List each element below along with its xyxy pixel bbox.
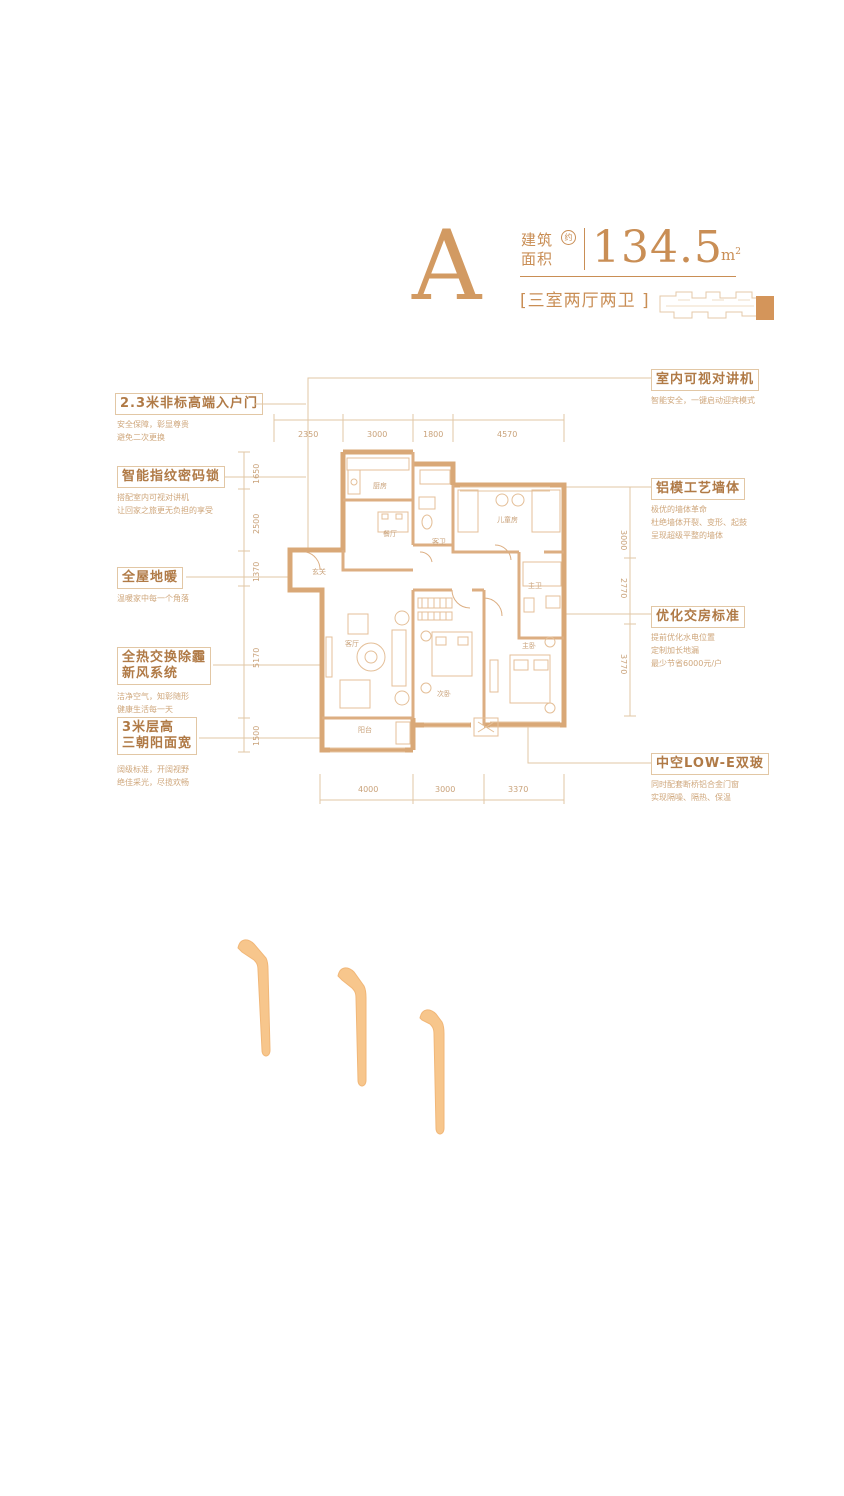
dim-left-5: 1500 xyxy=(252,726,261,746)
room-living: 客厅 xyxy=(345,639,359,648)
approx-badge: 约 xyxy=(561,230,576,245)
key-plan-thumbnail xyxy=(659,291,774,320)
feature-delivery-standard-desc-3: 最少节省6000元/户 xyxy=(651,659,723,668)
room-foyer: 玄关 xyxy=(312,567,326,576)
unit-type-letter: A xyxy=(412,210,482,322)
area-label-line1: 建筑 xyxy=(521,231,554,249)
room-kitchen: 厨房 xyxy=(373,481,387,490)
doors xyxy=(305,544,512,617)
room-master-bath: 主卫 xyxy=(528,581,542,590)
dimension-lines xyxy=(238,414,636,804)
room-master: 主卧 xyxy=(522,641,536,650)
feature-aluminum-formwork-desc-3: 呈现超级平整的墙体 xyxy=(651,531,723,540)
header-underline xyxy=(520,276,736,277)
feature-fingerprint-lock-desc-1: 搭配室内可视对讲机 xyxy=(117,493,189,502)
feature-fresh-air-desc-1: 洁净空气，知彰随形 xyxy=(117,692,189,701)
feature-aluminum-formwork-desc-2: 杜绝墙体开裂、变形、起鼓 xyxy=(651,518,747,527)
area-value: 134.5 xyxy=(592,222,723,273)
dim-bottom-3: 3370 xyxy=(508,785,528,794)
dim-right-2: 2770 xyxy=(619,578,628,598)
feature-lowe-glass-desc-1: 同时配套断桥铝合金门窗 xyxy=(651,780,739,789)
room-balcony: 阳台 xyxy=(358,725,372,734)
dim-left-2: 2500 xyxy=(252,514,261,534)
room-second: 次卧 xyxy=(437,689,451,698)
feature-entry-door: 2.3米非标高端入户门 xyxy=(115,393,264,415)
room-children: 儿童房 xyxy=(497,515,518,524)
feature-ceiling-height-title-2: 三朝阳面宽 xyxy=(122,736,193,751)
dim-bottom-2: 3000 xyxy=(435,785,455,794)
feature-aluminum-formwork: 铝模工艺墙体 xyxy=(651,478,746,500)
feature-aluminum-formwork-desc-1: 极优的墙体革命 xyxy=(651,505,707,514)
header-divider xyxy=(584,228,585,270)
feature-entry-door-desc-2: 避免二次更换 xyxy=(117,433,165,442)
feature-video-intercom-desc-1: 智能安全，一键启动迎宾模式 xyxy=(651,396,755,405)
layout-type: [三室两厅两卫 ] xyxy=(520,291,650,311)
feature-ceiling-height-desc-1: 阔级标准，开阔视野 xyxy=(117,765,189,774)
feature-ceiling-height-desc-2: 绝佳采光，尽揽欢畅 xyxy=(117,778,189,787)
feature-floor-heating: 全屋地暖 xyxy=(117,567,184,589)
feature-delivery-standard: 优化交房标准 xyxy=(651,606,746,628)
feature-fresh-air: 全热交换除霾 新风系统 xyxy=(117,647,212,685)
feature-fresh-air-desc-2: 健康生活每一天 xyxy=(117,705,173,714)
room-dining: 餐厅 xyxy=(383,529,397,538)
room-guest-bath: 客卫 xyxy=(432,537,446,546)
dim-right-3: 3770 xyxy=(619,654,628,674)
inner-walls xyxy=(322,452,564,725)
dim-bottom-1: 4000 xyxy=(358,785,378,794)
feature-floor-heating-desc-1: 温暖家中每一个角落 xyxy=(117,594,189,603)
furniture xyxy=(325,457,562,745)
area-label-line2: 面积 xyxy=(521,250,554,268)
feature-ceiling-height-title-1: 3米层高 xyxy=(122,720,175,735)
area-unit: m2 xyxy=(721,246,741,264)
feature-fingerprint-lock-desc-2: 让回家之旅更无负担的享受 xyxy=(117,506,213,515)
feature-lowe-glass-desc-2: 实现隔噪、隔热、保温 xyxy=(651,793,731,802)
feature-entry-door-desc-1: 安全保障，彰显尊贵 xyxy=(117,420,189,429)
leader-lines xyxy=(186,377,651,764)
feature-lowe-glass: 中空LOW-E双玻 xyxy=(651,753,769,775)
dim-left-4: 5170 xyxy=(252,648,261,668)
windows xyxy=(330,486,560,753)
dim-top-2: 3000 xyxy=(367,430,387,439)
dim-left-3: 1370 xyxy=(252,562,261,582)
dim-top-4: 4570 xyxy=(497,430,517,439)
feature-fresh-air-title-1: 全热交换除霾 xyxy=(122,650,207,665)
dim-top-1: 2350 xyxy=(298,430,318,439)
feature-video-intercom: 室内可视对讲机 xyxy=(651,369,760,391)
feature-delivery-standard-desc-1: 提前优化水电位置 xyxy=(651,633,715,642)
decorative-strokes xyxy=(237,939,445,1135)
dim-right-1: 3000 xyxy=(619,530,628,550)
dim-left-1: 1650 xyxy=(252,464,261,484)
dim-top-3: 1800 xyxy=(423,430,443,439)
feature-fingerprint-lock: 智能指纹密码锁 xyxy=(117,466,226,488)
feature-ceiling-height: 3米层高 三朝阳面宽 xyxy=(117,717,198,755)
feature-delivery-standard-desc-2: 定制加长地漏 xyxy=(651,646,699,655)
feature-fresh-air-title-2: 新风系统 xyxy=(122,666,179,681)
